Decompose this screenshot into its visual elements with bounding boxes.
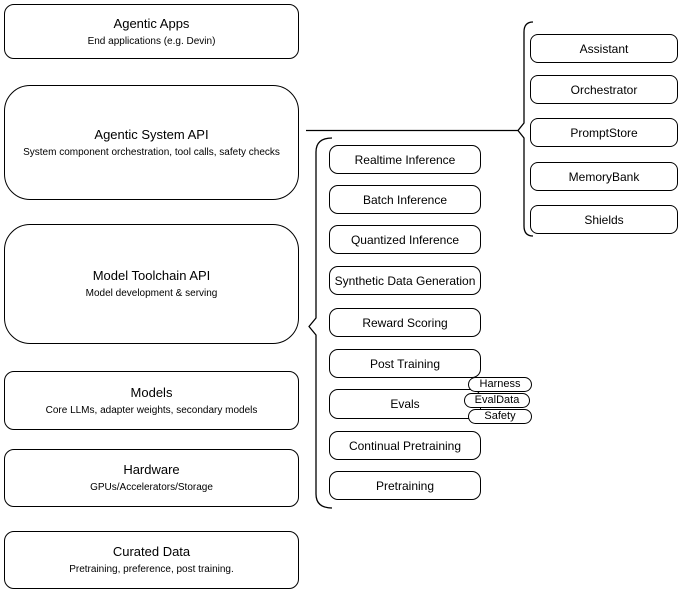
node-continual-pretraining: Continual Pretraining [329,431,481,460]
node-subtitle: Model development & serving [85,288,218,299]
node-title: Hardware [123,462,180,477]
node-eval-safety: Safety [468,409,532,424]
node-batch-inference: Batch Inference [329,185,481,214]
node-eval-harness: Harness [468,377,532,392]
node-title: Curated Data [112,544,191,559]
node-synthetic-data-generation: Synthetic Data Generation [329,266,481,295]
node-subtitle: End applications (e.g. Devin) [87,35,216,47]
node-reward-scoring: Reward Scoring [329,308,481,337]
node-pretraining: Pretraining [329,471,481,500]
node-shields: Shields [530,205,678,234]
node-hardware: Hardware GPUs/Accelerators/Storage [4,449,299,507]
node-title: Agentic Apps [113,15,190,31]
node-quantized-inference: Quantized Inference [329,225,481,254]
node-evals: Evals [329,389,481,419]
node-title: Agentic System API [94,126,209,142]
node-realtime-inference: Realtime Inference [329,145,481,174]
node-curated-data: Curated Data Pretraining, preference, po… [4,531,299,589]
node-subtitle: GPUs/Accelerators/Storage [90,482,213,493]
node-promptstore: PromptStore [530,118,678,147]
node-post-training: Post Training [329,349,481,378]
node-subtitle: Pretraining, preference, post training. [69,564,234,575]
node-models: Models Core LLMs, adapter weights, secon… [4,371,299,430]
node-title: Models [130,384,173,400]
node-assistant: Assistant [530,34,678,63]
node-subtitle: System component orchestration, tool cal… [23,146,280,158]
node-orchestrator: Orchestrator [530,75,678,104]
node-eval-evaldata: EvalData [464,393,530,408]
node-subtitle: Core LLMs, adapter weights, secondary mo… [45,404,258,416]
node-memorybank: MemoryBank [530,162,678,191]
node-title: Model Toolchain API [92,268,211,283]
node-model-toolchain-api: Model Toolchain API Model development & … [4,224,299,344]
node-agentic-system-api: Agentic System API System component orch… [4,85,299,200]
node-agentic-apps: Agentic Apps End applications (e.g. Devi… [4,4,299,59]
